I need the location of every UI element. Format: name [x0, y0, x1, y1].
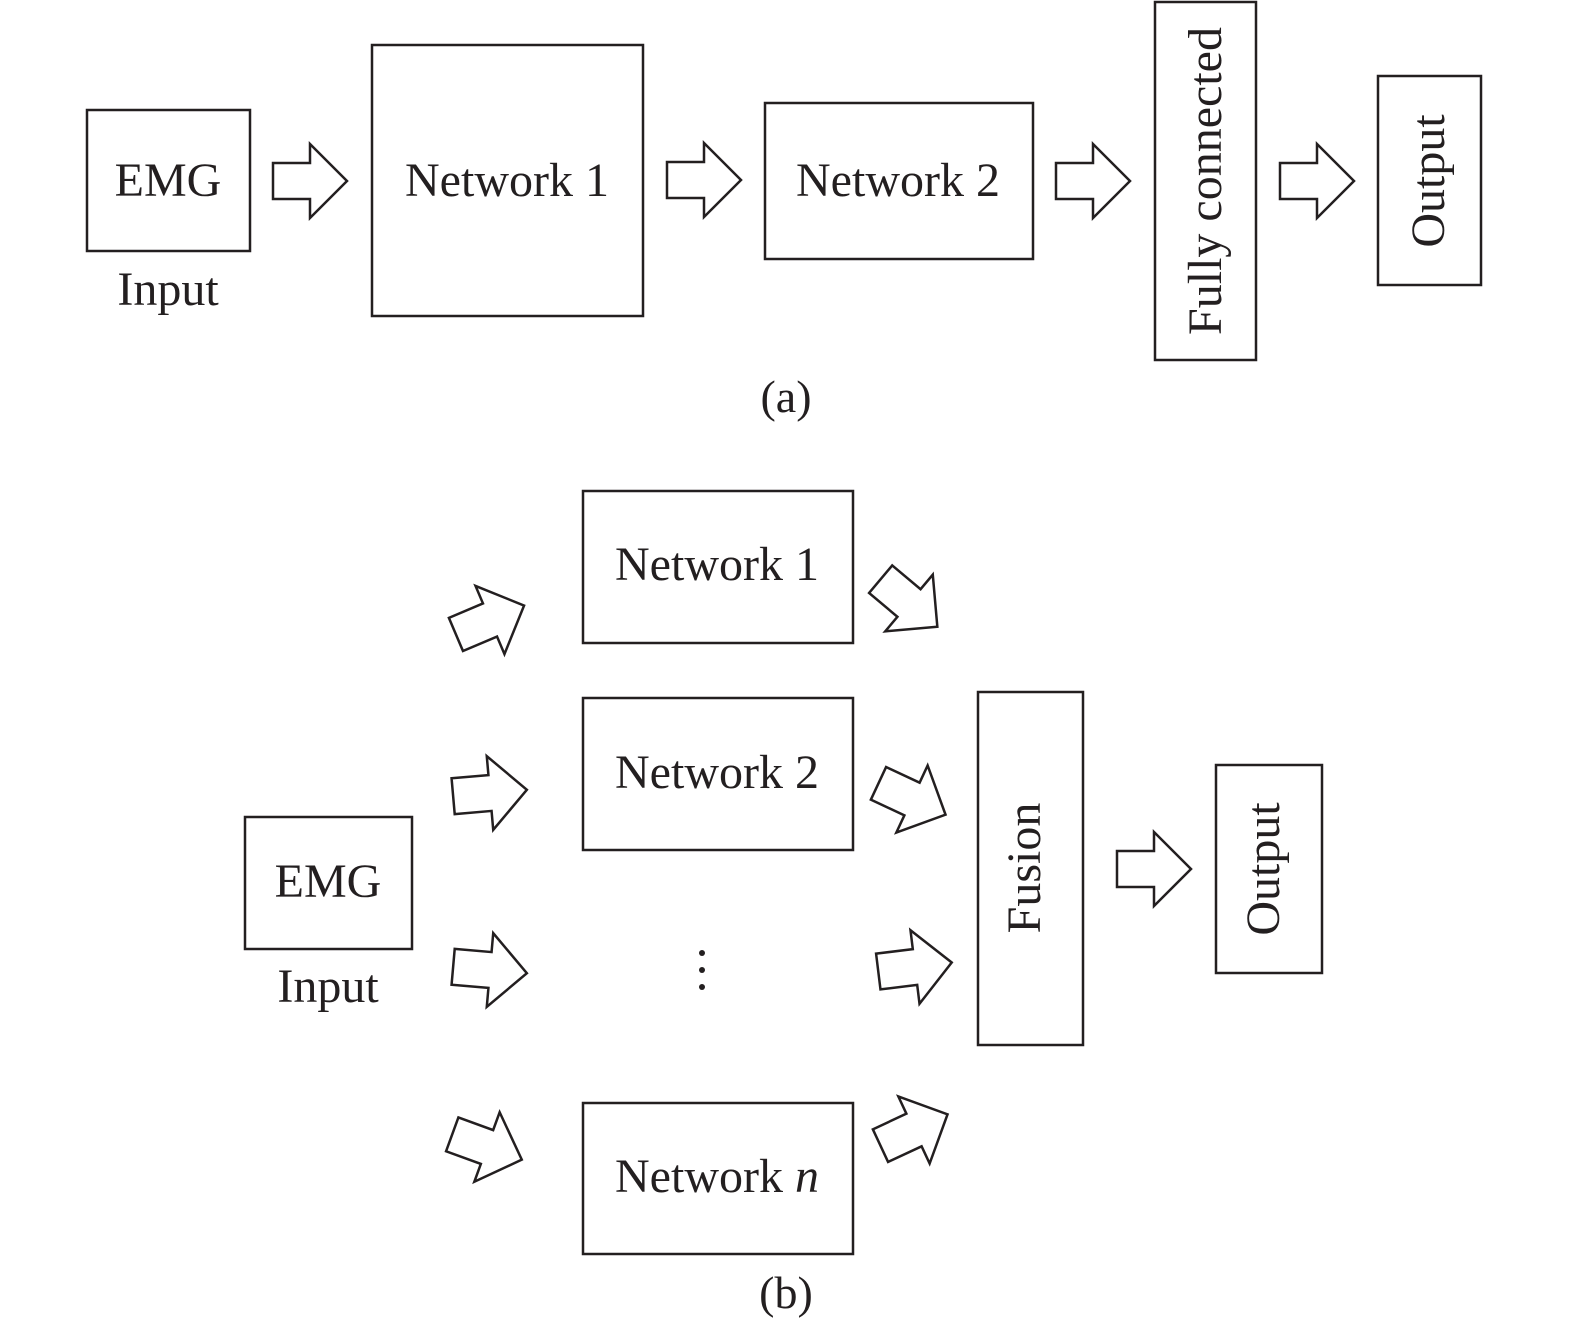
- ellipsis-dot: [699, 950, 705, 956]
- arrow-up-right-icon: [440, 570, 540, 670]
- arrow-right-icon: [448, 751, 532, 835]
- network-2-label: Network 2: [615, 746, 819, 799]
- input-label: Input: [117, 263, 219, 316]
- arrow-right-icon: [448, 928, 532, 1012]
- emg-input-box: [243, 815, 414, 951]
- input-label: Input: [277, 960, 379, 1013]
- ellipsis: ⋮: [699, 950, 705, 990]
- network-n-box: [581, 1101, 855, 1256]
- fully-connected-box: [1153, 0, 1258, 362]
- arrow-right-icon: [1278, 142, 1356, 220]
- fusion-label: Fusion: [998, 803, 1051, 934]
- network-1-box: [581, 489, 855, 645]
- caption-a: (a): [760, 371, 811, 422]
- emg-label: EMG: [115, 154, 222, 207]
- arrow-down-right-icon: [861, 748, 963, 850]
- network-2-label: Network 2: [796, 154, 1000, 207]
- ellipsis-dot: [699, 984, 705, 990]
- arrow-down-right-icon: [438, 1098, 536, 1196]
- arrow-right-icon: [271, 142, 349, 220]
- arrow-right-icon: [872, 924, 958, 1010]
- network-n-index: n: [795, 1150, 819, 1203]
- network-1-label: Network 1: [615, 538, 819, 591]
- arrow-down-right-icon: [855, 549, 963, 657]
- ellipsis-dot: [699, 967, 705, 973]
- network-1-label: Network 1: [405, 154, 609, 207]
- output-label: Output: [1237, 802, 1290, 936]
- arrow-right-icon: [1054, 142, 1132, 220]
- emg-input-box: [85, 108, 252, 253]
- network-2-box: [763, 101, 1035, 261]
- diagram-a: EMG Input Network 1 Network 2 Fully conn…: [85, 0, 1483, 422]
- arrow-right-icon: [1115, 830, 1193, 908]
- network-1-box: [370, 43, 645, 318]
- arrow-right-icon: [665, 141, 743, 219]
- fully-connected-label: Fully connected: [1179, 27, 1232, 335]
- diagram-b: EMG Input Network 1 Network 2 ⋮ Network …: [243, 489, 1324, 1318]
- output-label: Output: [1402, 114, 1455, 248]
- network-2-box: [581, 696, 855, 852]
- caption-b: (b): [759, 1267, 813, 1318]
- arrow-up-right-icon: [863, 1079, 965, 1181]
- network-n-label: Network n: [615, 1150, 819, 1203]
- emg-label: EMG: [275, 855, 382, 908]
- network-n-prefix: Network: [615, 1150, 795, 1203]
- output-box: [1376, 74, 1483, 287]
- output-box: [1214, 763, 1324, 975]
- fusion-box: [976, 690, 1085, 1047]
